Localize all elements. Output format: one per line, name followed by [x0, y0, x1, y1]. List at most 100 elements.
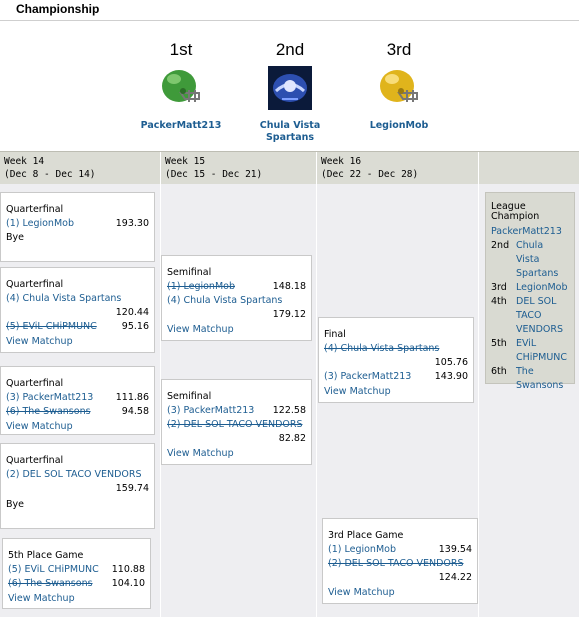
- week-dates: (Dec 15 - Dec 21): [165, 169, 263, 180]
- team-score: 124.22: [438, 572, 472, 583]
- green-football-helmet-icon: [159, 66, 203, 110]
- yellow-football-helmet-icon: [377, 66, 421, 110]
- column-divider: [316, 184, 317, 617]
- rank-entry: 6th The Swansons: [491, 365, 569, 393]
- week-dates: (Dec 8 - Dec 14): [4, 169, 96, 180]
- podium-first: 1st PackerMatt213: [126, 40, 236, 132]
- team-score: 159.74: [115, 483, 149, 494]
- rank-number: 6th: [491, 366, 507, 377]
- column-divider: [478, 184, 479, 617]
- team-link[interactable]: (3) PackerMatt213: [167, 405, 255, 416]
- team-link[interactable]: (3) PackerMatt213: [6, 392, 94, 403]
- eliminated-team-link[interactable]: (2) DEL SOL TACO VENDORS: [328, 558, 464, 569]
- place-label: 3rd: [386, 40, 412, 59]
- team-link[interactable]: (4) Chula Vista Spartans: [6, 293, 122, 304]
- match-title: Quarterfinal: [6, 378, 64, 389]
- match-title: Semifinal: [167, 267, 212, 278]
- team-link[interactable]: (4) Chula Vista Spartans: [167, 295, 283, 306]
- match-title: Semifinal: [167, 391, 212, 402]
- view-matchup-link[interactable]: View Matchup: [8, 593, 75, 604]
- rank-entry: 3rd LegionMob: [491, 281, 569, 295]
- week-label: Week 16: [321, 156, 362, 167]
- bye-label: Bye: [6, 499, 24, 510]
- podium-team-link[interactable]: LegionMob: [369, 120, 429, 131]
- team-link[interactable]: (3) PackerMatt213: [324, 371, 412, 382]
- page-title: Championship: [16, 2, 100, 16]
- team-score: 110.88: [111, 564, 145, 575]
- fifth-place-match: 5th Place Game (5) EViL CHiPMUNC 110.88 (…: [2, 538, 151, 609]
- team-score: 120.44: [115, 307, 149, 318]
- view-matchup-link[interactable]: View Matchup: [6, 336, 73, 347]
- team-link[interactable]: (5) EViL CHiPMUNC: [8, 564, 99, 575]
- team-score: 179.12: [272, 309, 306, 320]
- column-divider: [160, 184, 161, 617]
- final-match: Final (4) Chula Vista Spartans 105.76 (3…: [318, 317, 474, 403]
- team-score: 143.90: [434, 371, 468, 382]
- rank-number: 4th: [491, 296, 507, 307]
- semifinal-match: Semifinal (1) LegionMob 148.18 (4) Chula …: [161, 255, 312, 341]
- team-link[interactable]: (1) LegionMob: [6, 218, 74, 229]
- rank-team-link[interactable]: The Swansons: [516, 366, 564, 391]
- quarterfinal-match: Quarterfinal (3) PackerMatt213 111.86 (6)…: [0, 366, 155, 435]
- quarterfinal-match: Quarterfinal (1) LegionMob 193.30 Bye: [0, 192, 155, 262]
- view-matchup-link[interactable]: View Matchup: [167, 448, 234, 459]
- week-header: Week 14 (Dec 8 - Dec 14): [0, 152, 161, 184]
- team-score: 82.82: [278, 433, 306, 444]
- match-title: 3rd Place Game: [328, 530, 404, 541]
- rank-number: 2nd: [491, 240, 510, 251]
- match-title: Quarterfinal: [6, 204, 64, 215]
- team-score: 111.86: [115, 392, 149, 403]
- header-bar: Championship: [0, 0, 579, 21]
- team-score: 95.16: [121, 321, 149, 332]
- view-matchup-link[interactable]: View Matchup: [6, 421, 73, 432]
- rank-entry: 5th EViL CHiPMUNC: [491, 337, 569, 365]
- eliminated-team-link[interactable]: (4) Chula Vista Spartans: [324, 343, 440, 354]
- semifinal-match: Semifinal (3) PackerMatt213 122.58 (2) DE…: [161, 379, 312, 465]
- match-title: Quarterfinal: [6, 279, 64, 290]
- eliminated-team-link[interactable]: (6) The Swansons: [6, 406, 91, 417]
- view-matchup-link[interactable]: View Matchup: [167, 324, 234, 335]
- view-matchup-link[interactable]: View Matchup: [328, 587, 395, 598]
- team-score: 122.58: [272, 405, 306, 416]
- place-label: 2nd: [275, 40, 305, 59]
- match-title: 5th Place Game: [8, 550, 84, 561]
- champion-link[interactable]: PackerMatt213: [491, 226, 562, 237]
- team-score: 139.54: [438, 544, 472, 555]
- podium-third: 3rd LegionMob: [344, 40, 454, 132]
- quarterfinal-match: Quarterfinal (2) DEL SOL TACO VENDORS 15…: [0, 443, 155, 529]
- team-score: 193.30: [115, 218, 149, 229]
- rank-number: 3rd: [491, 282, 507, 293]
- third-place-match: 3rd Place Game (1) LegionMob 139.54 (2) D…: [322, 518, 478, 604]
- team-score: 148.18: [272, 281, 306, 292]
- eliminated-team-link[interactable]: (5) EViL CHiPMUNC: [6, 321, 97, 332]
- podium-team-link[interactable]: PackerMatt213: [140, 120, 222, 131]
- rank-number: 5th: [491, 338, 507, 349]
- week-header-row: Week 14 (Dec 8 - Dec 14) Week 15 (Dec 15…: [0, 151, 579, 185]
- view-matchup-link[interactable]: View Matchup: [324, 386, 391, 397]
- rank-entry: 2nd Chula Vista Spartans: [491, 239, 569, 281]
- match-title: Quarterfinal: [6, 455, 64, 466]
- team-link[interactable]: (1) LegionMob: [328, 544, 396, 555]
- podium-team-link[interactable]: Chula Vista Spartans: [259, 120, 321, 143]
- rank-team-link[interactable]: Chula Vista Spartans: [516, 240, 559, 279]
- spartans-team-logo-icon: [268, 66, 312, 110]
- team-score: 104.10: [111, 578, 145, 589]
- week-header: Week 16 (Dec 22 - Dec 28): [317, 152, 479, 184]
- quarterfinal-match: Quarterfinal (4) Chula Vista Spartans 12…: [0, 267, 155, 353]
- eliminated-team-link[interactable]: (1) LegionMob: [167, 281, 235, 292]
- eliminated-team-link[interactable]: (6) The Swansons: [8, 578, 93, 589]
- rank-entry: 4th DEL SOL TACO VENDORS: [491, 295, 569, 337]
- league-champion-panel: League Champion PackerMatt213 2nd Chula …: [485, 192, 575, 391]
- team-link[interactable]: (2) DEL SOL TACO VENDORS: [6, 469, 142, 480]
- bye-label: Bye: [6, 232, 24, 243]
- rank-team-link[interactable]: EViL CHiPMUNC: [516, 338, 568, 363]
- week-label: Week 14: [4, 156, 45, 167]
- champion-title: League Champion: [491, 201, 540, 222]
- place-label: 1st: [169, 40, 193, 59]
- eliminated-team-link[interactable]: (2) DEL SOL TACO VENDORS: [167, 419, 303, 430]
- week-header: Week 15 (Dec 15 - Dec 21): [161, 152, 317, 184]
- rank-team-link[interactable]: DEL SOL TACO VENDORS: [516, 296, 564, 335]
- week-label: Week 15: [165, 156, 206, 167]
- podium-second: 2nd Chula Vista Spartans: [235, 40, 345, 144]
- rank-team-link[interactable]: LegionMob: [516, 282, 568, 293]
